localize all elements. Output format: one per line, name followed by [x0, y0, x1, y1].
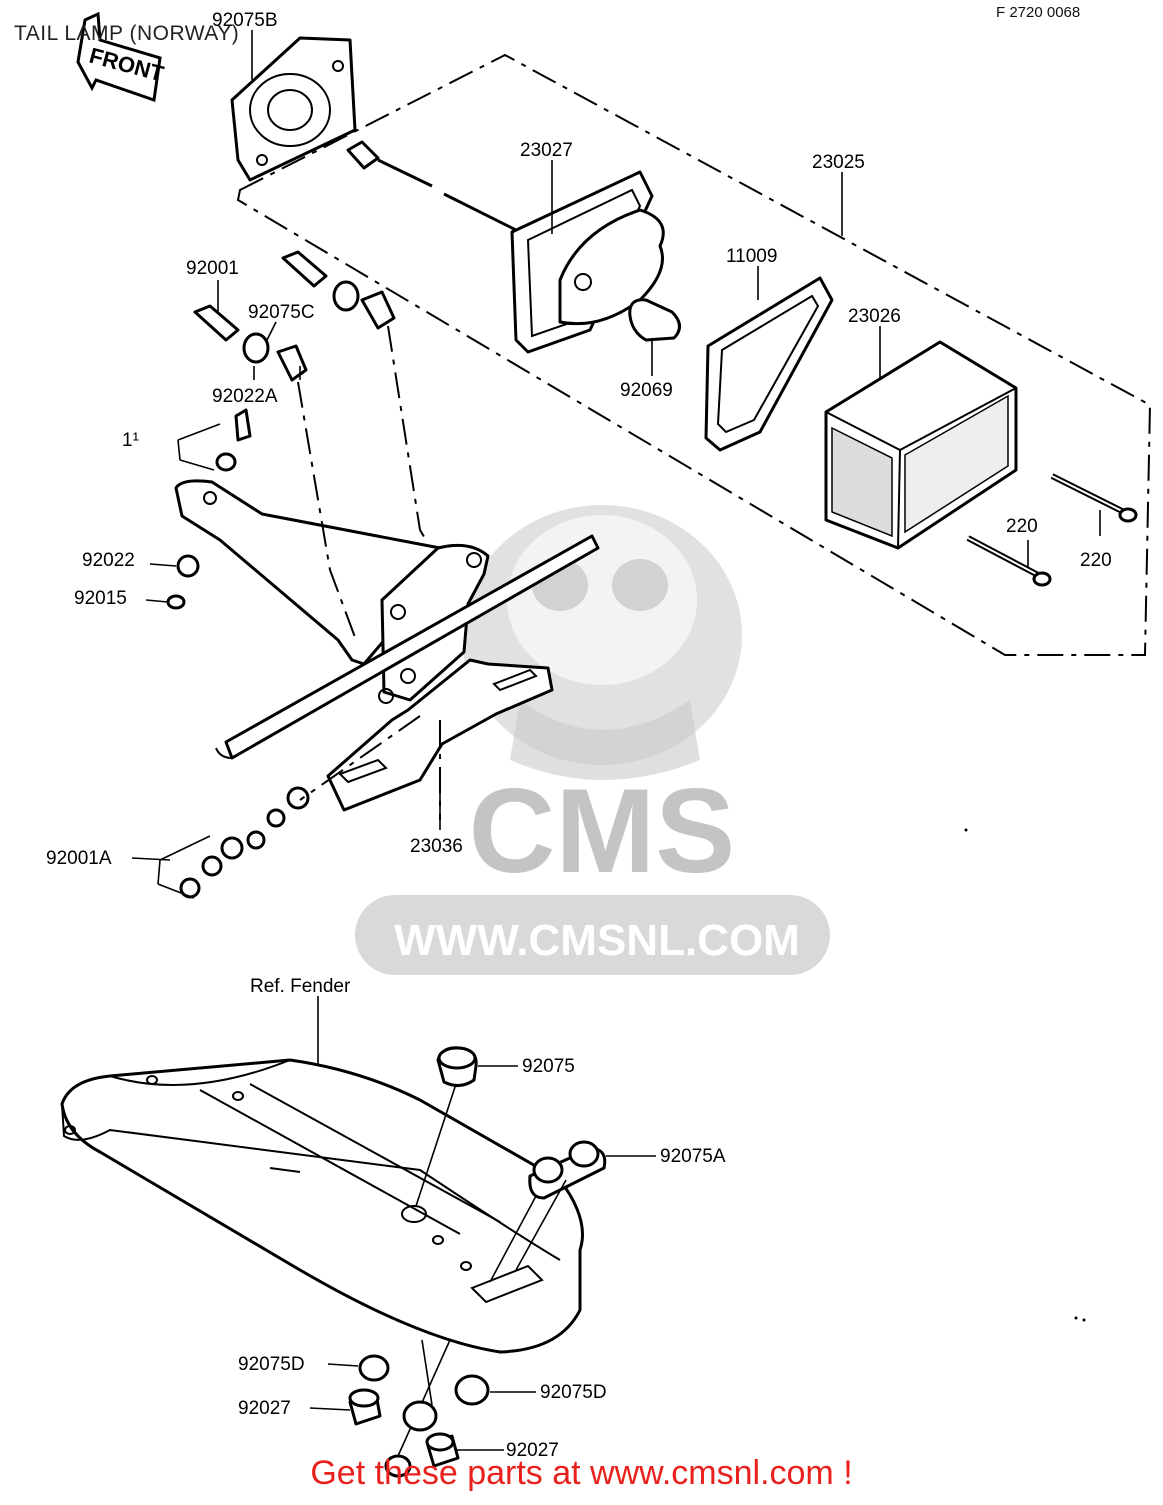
- label-92075a: 92075A: [660, 1146, 726, 1167]
- bulb-92069: [628, 298, 681, 342]
- label-92069: 92069: [620, 380, 673, 401]
- small-bolt-1: [177, 408, 252, 472]
- lamp-housing-23027: [510, 170, 665, 354]
- bolt-upper: [281, 250, 396, 330]
- shaft: [215, 534, 600, 760]
- rear-fender: [60, 1058, 584, 1354]
- label-92075c: 92075C: [248, 302, 315, 323]
- screw-220-b: [1050, 473, 1138, 523]
- gasket-92075b: [230, 36, 357, 182]
- screw-220-a: [966, 535, 1052, 587]
- spacer-92027-right: [425, 1432, 460, 1468]
- bracket: [174, 479, 490, 702]
- spacer-92027-left: [348, 1388, 382, 1426]
- label-92001: 92001: [186, 258, 239, 279]
- page-title: TAIL LAMP (NORWAY): [14, 22, 240, 45]
- label-220-a: 220: [1006, 516, 1038, 537]
- label-partial: 1¹: [122, 430, 139, 451]
- label-92022: 92022: [82, 550, 135, 571]
- buy-parts-link[interactable]: Get these parts at www.cmsnl.com !: [310, 1454, 853, 1492]
- label-23036: 23036: [410, 836, 463, 857]
- label-92027-right: 92027: [506, 1440, 559, 1461]
- hardware-92001a: [157, 786, 310, 899]
- nut-92022: [176, 554, 200, 578]
- label-92075d-left: 92075D: [238, 1354, 305, 1375]
- nut-lower: [384, 1454, 412, 1478]
- part-labels: 92075B 23027 23025 11009 23026 92001 920…: [46, 10, 1112, 1461]
- label-23026: 23026: [848, 306, 901, 327]
- lens-gasket-11009: [704, 276, 834, 452]
- leader-lines: [131, 30, 1101, 1451]
- washer-lower: [402, 1400, 438, 1432]
- label-23025: 23025: [812, 152, 865, 173]
- label-23027: 23027: [520, 140, 573, 161]
- label-92022a: 92022A: [212, 386, 278, 407]
- figure-code: F 2720 0068: [996, 4, 1081, 21]
- grommet-92075a: [528, 1140, 607, 1200]
- label-92075: 92075: [522, 1056, 575, 1077]
- label-92075d-right: 92075D: [540, 1382, 607, 1403]
- label-92001a: 92001A: [46, 848, 112, 869]
- assembly-outline: [236, 53, 1152, 656]
- label-92015: 92015: [74, 588, 127, 609]
- washer-92015: [166, 594, 186, 610]
- scan-specks: [964, 828, 1086, 1322]
- wire-harness: [346, 140, 521, 234]
- spacer-92075d-left: [358, 1354, 390, 1382]
- watermark-brand: CMS: [469, 764, 736, 898]
- bolt-92001: [193, 304, 308, 382]
- label-11009: 11009: [726, 246, 777, 267]
- label-ref-fender: Ref. Fender: [250, 976, 351, 997]
- fender-guide-lines: [397, 1083, 567, 1457]
- spacer-92075d-right: [454, 1374, 490, 1406]
- label-220-b: 220: [1080, 550, 1112, 571]
- front-arrow-icon: FRONT: [76, 11, 167, 103]
- label-92075b: 92075B: [212, 10, 278, 31]
- watermark-url: WWW.CMSNL.COM: [394, 916, 800, 965]
- grommet-92075: [436, 1046, 478, 1087]
- lens-23026: [824, 340, 1018, 550]
- label-92027-left: 92027: [238, 1398, 291, 1419]
